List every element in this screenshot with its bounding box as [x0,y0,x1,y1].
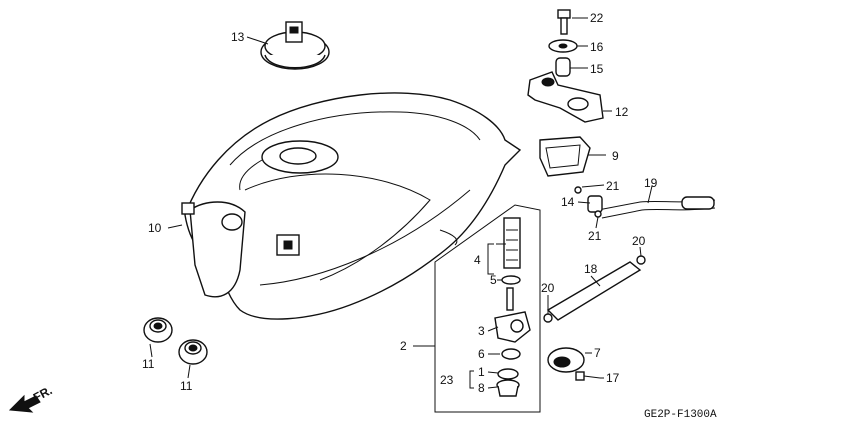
cap-7 [547,347,585,373]
diagram-code: GE2P-F1300A [644,409,717,421]
washer-16-hole [558,43,568,49]
callout-17: 17 [606,371,620,385]
callout-12: 12 [615,105,629,119]
callout-21b: 21 [588,229,602,243]
callout-22: 22 [590,11,604,25]
front-direction-arrow: FR. [8,383,54,413]
fuel-cap [260,21,330,70]
callout-23: 23 [440,373,454,387]
callout-4: 4 [474,253,481,267]
callout-3: 3 [478,324,485,338]
callout-19: 19 [644,176,658,190]
drain-tube-18 [546,261,642,321]
callout-11b: 11 [180,379,193,393]
callout-21a: 21 [606,179,620,193]
callout-16: 16 [590,40,604,54]
callout-9: 9 [612,149,619,163]
valve-body-3 [494,287,531,343]
valve-assembly-outline [434,204,541,413]
callout-2: 2 [400,339,407,353]
grommet-11a [143,317,173,343]
collar-15 [555,57,571,77]
clip-20a [543,313,553,323]
callout-13: 13 [231,30,245,44]
callout-5: 5 [490,273,497,287]
callout-7: 7 [594,346,601,360]
clip-21a [574,186,582,194]
bolt-22 [557,9,571,35]
cup-9 [539,136,591,177]
callout-10: 10 [148,221,162,235]
callout-6: 6 [478,347,485,361]
bracket-12 [527,71,604,123]
o-ring-1 [497,368,519,380]
callout-1: 1 [478,365,485,379]
fitting-14 [587,195,603,213]
leader-lines [149,17,653,389]
callout-11a: 11 [142,357,155,371]
breather-hose-19 [597,196,716,219]
o-ring-5 [501,275,521,285]
fuel-tank [181,92,522,320]
callout-20a: 20 [541,281,555,295]
strainer-4 [503,217,521,269]
callout-14: 14 [561,195,575,209]
clip-20b [636,255,646,265]
screw-17 [575,371,601,381]
clip-21b [594,210,602,218]
callout-8: 8 [478,381,485,395]
callout-18: 18 [584,262,598,276]
washer-6 [501,348,521,360]
grommet-11b [178,339,208,365]
cup-8 [496,379,520,397]
callout-20b: 20 [632,234,646,248]
callout-15: 15 [590,62,604,76]
